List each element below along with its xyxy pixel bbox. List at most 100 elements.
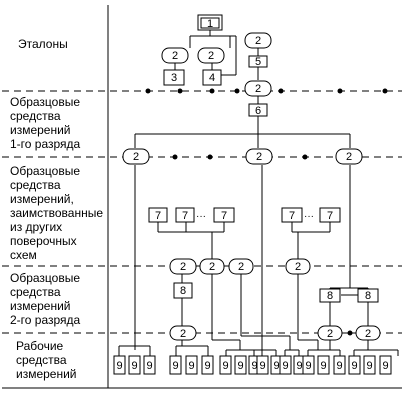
node-9: 9	[279, 355, 292, 375]
node-2-label: 2	[255, 35, 261, 47]
node-9: 9	[185, 355, 198, 375]
node-9: 9	[317, 355, 330, 375]
node-2-label: 2	[209, 261, 215, 273]
dot	[207, 154, 213, 160]
ellipsis-text: ···	[196, 211, 206, 222]
node-2: 2	[169, 258, 197, 275]
node-9: 9	[201, 355, 214, 375]
node-2-label: 2	[256, 151, 262, 163]
node-9-label: 9	[259, 360, 265, 372]
node-8-label: 8	[365, 290, 371, 302]
node-2-label: 2	[365, 328, 371, 340]
node-7-label: 7	[289, 210, 295, 222]
label-working-l3: измерений	[16, 367, 77, 381]
label-borrowed-l6: поверочных	[10, 234, 77, 248]
connections	[118, 26, 399, 356]
node-6-label: 6	[255, 105, 261, 117]
label-first-grade-l3: измерений	[10, 123, 71, 137]
node-7-label: 7	[327, 210, 333, 222]
node-1-label: 1	[207, 18, 213, 30]
node-2: 2	[161, 47, 189, 64]
label-second-grade-l1: Образцовые	[10, 271, 80, 285]
node-9: 9	[128, 355, 141, 375]
node-9-label: 9	[366, 360, 372, 372]
node-9-label: 9	[116, 360, 122, 372]
label-borrowed-l4: заимствованные	[10, 206, 103, 220]
node-2-label: 2	[346, 151, 352, 163]
label-second-grade-l4: 2-го разряда	[10, 313, 81, 327]
node-9: 9	[363, 355, 376, 375]
node-2-label: 2	[238, 261, 244, 273]
node-2-label: 2	[295, 261, 301, 273]
node-2: 2	[317, 325, 343, 341]
level-separators	[2, 90, 402, 389]
node-8-label: 8	[180, 285, 186, 297]
node-8: 8	[357, 288, 379, 303]
ellipsis-text: ···	[304, 211, 314, 222]
separator-dots	[145, 88, 388, 336]
label-first-grade-l2: средства	[10, 109, 61, 123]
node-9-label: 9	[146, 360, 152, 372]
label-borrowed-l1: Образцовые	[10, 164, 80, 178]
node-9-label: 9	[237, 360, 243, 372]
node-9-label: 9	[251, 360, 257, 372]
node-2-label: 2	[255, 83, 261, 95]
node-9-label: 9	[282, 360, 288, 372]
node-7-label: 7	[221, 210, 227, 222]
node-2: 2	[244, 32, 272, 49]
node-7: 7	[175, 207, 195, 223]
node-5-label: 5	[255, 56, 261, 68]
node-2: 2	[199, 258, 225, 275]
node-9-label: 9	[222, 360, 228, 372]
dot	[234, 88, 240, 94]
node-9: 9	[379, 355, 392, 375]
node-9-label: 9	[296, 360, 302, 372]
node-8: 8	[319, 288, 341, 303]
node-9: 9	[348, 355, 361, 375]
node-7: 7	[148, 207, 168, 223]
working-instruments: 9 9 9 9 9 9 9 9 9 9 9 9 9 9 9 9 9 9 9	[113, 355, 392, 375]
node-2-label: 2	[327, 328, 333, 340]
node-9-label: 9	[204, 360, 210, 372]
node-3-label: 3	[171, 72, 177, 84]
node-9-label: 9	[382, 360, 388, 372]
node-6: 6	[248, 103, 268, 117]
label-working-l1: Рабочие	[16, 339, 64, 353]
node-2: 2	[335, 148, 363, 165]
node-9-label: 9	[305, 360, 311, 372]
label-working-l2: средства	[16, 353, 67, 367]
node-1: 1	[197, 14, 223, 31]
label-borrowed-l7: схем	[10, 248, 37, 262]
node-5: 5	[248, 55, 268, 68]
node-9: 9	[143, 355, 156, 375]
node-2-label: 2	[133, 151, 139, 163]
node-2: 2	[197, 47, 225, 64]
node-9-label: 9	[172, 360, 178, 372]
dot	[302, 154, 308, 160]
label-borrowed-l2: средства	[10, 178, 61, 192]
node-8: 8	[173, 282, 193, 299]
label-second-grade-l3: измерений	[10, 299, 71, 313]
node-7: 7	[281, 207, 303, 223]
nodes: 1 2 2 2 3 4 5 2	[122, 14, 381, 341]
node-9: 9	[113, 355, 126, 375]
label-borrowed-l3: измерений,	[10, 192, 74, 206]
label-first-grade-l1: Образцовые	[10, 95, 80, 109]
node-7-label: 7	[155, 210, 161, 222]
node-9-label: 9	[273, 360, 279, 372]
node-9: 9	[256, 355, 269, 375]
node-2-label: 2	[172, 50, 178, 62]
node-2: 2	[285, 258, 311, 275]
level-labels: Эталоны Образцовые средства измерений 1-…	[10, 37, 103, 381]
node-9: 9	[234, 355, 247, 375]
node-9: 9	[169, 355, 182, 375]
node-9-label: 9	[131, 360, 137, 372]
node-9-label: 9	[188, 360, 194, 372]
node-2: 2	[244, 80, 272, 97]
node-9: 9	[333, 355, 346, 375]
dot	[382, 88, 388, 94]
node-2: 2	[169, 325, 197, 341]
dot	[177, 88, 183, 94]
node-9: 9	[302, 355, 315, 375]
node-2: 2	[355, 325, 381, 341]
